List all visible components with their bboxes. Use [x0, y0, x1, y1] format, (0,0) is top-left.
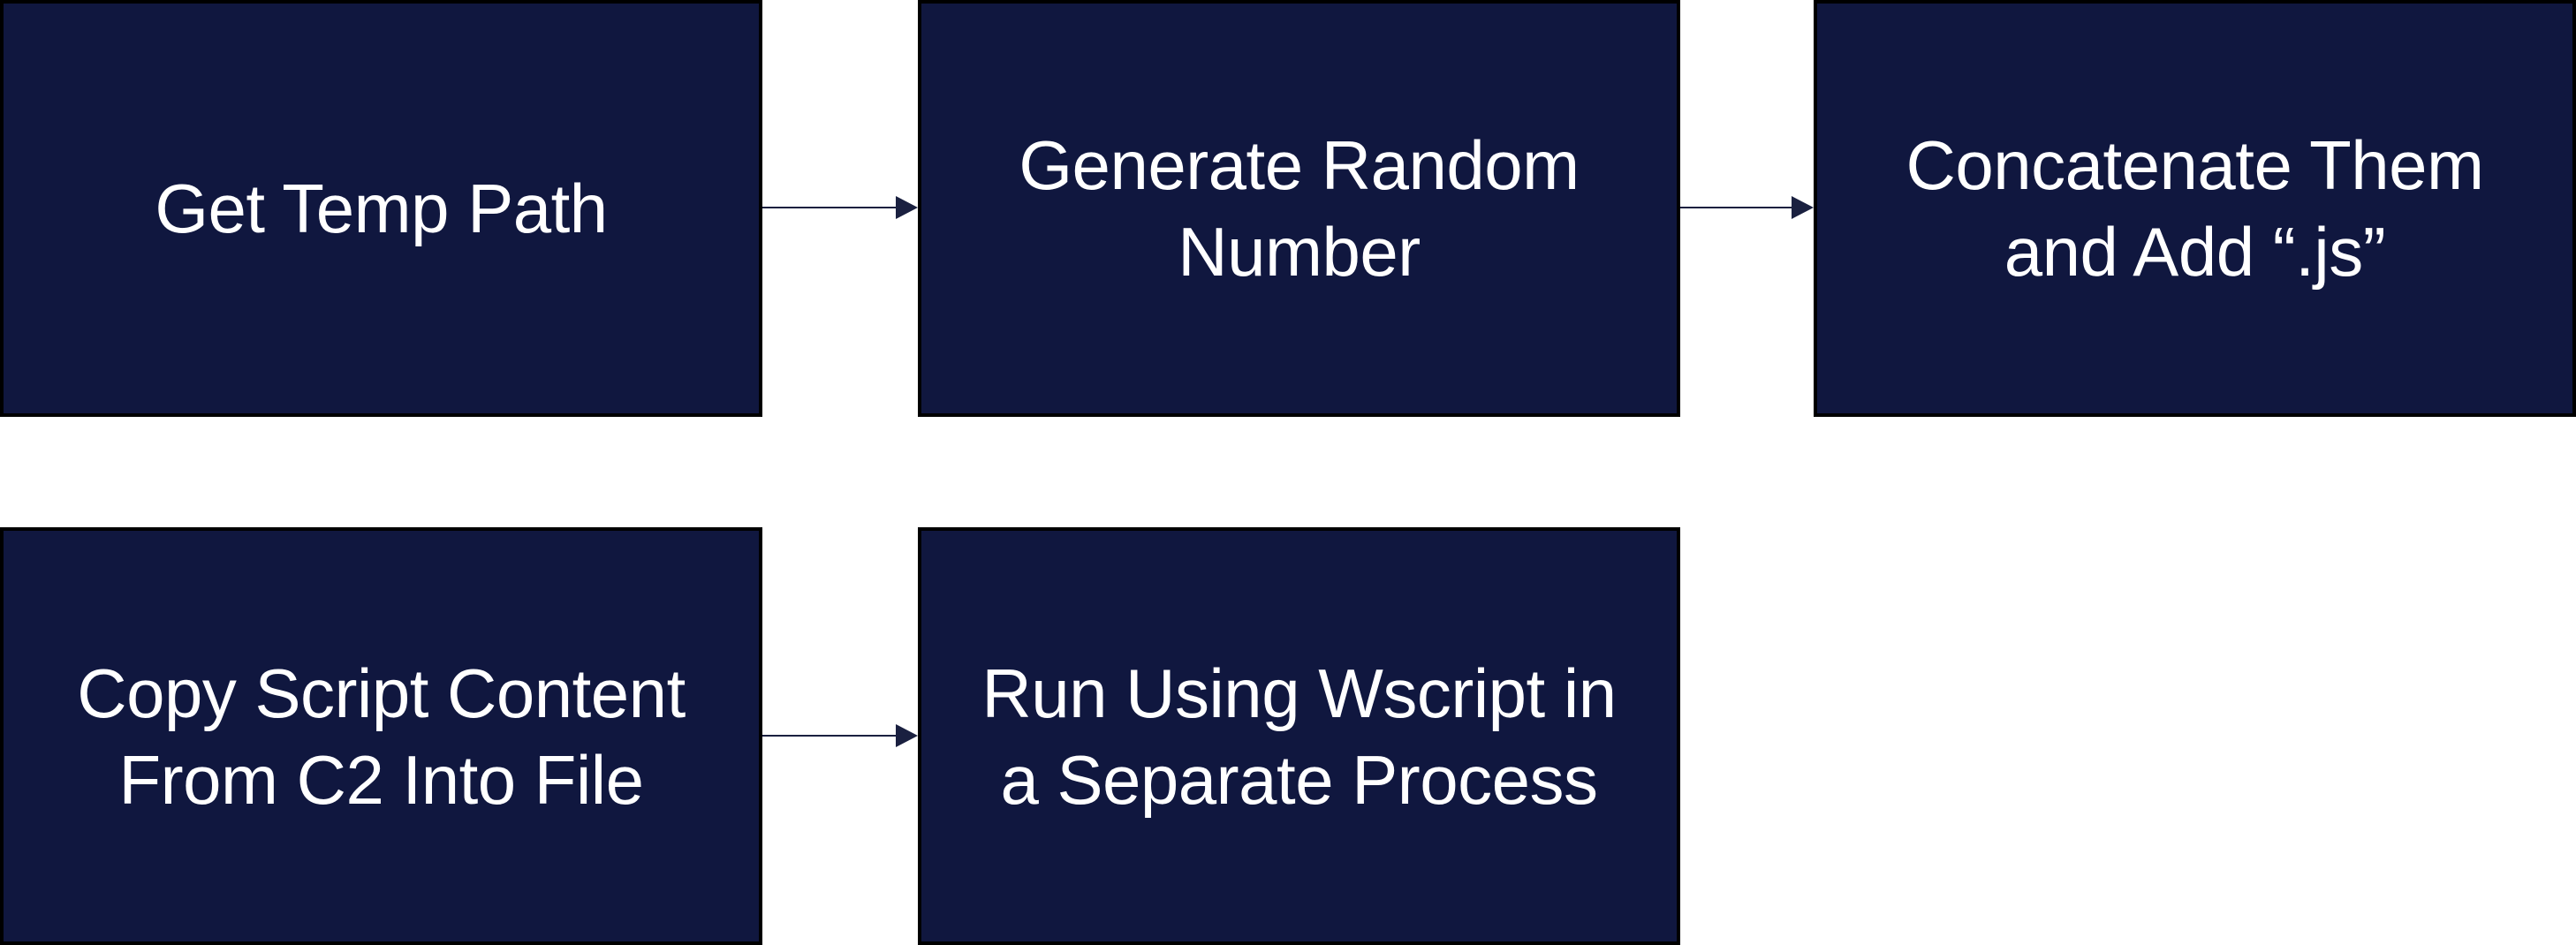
arrowhead-icon	[896, 196, 918, 219]
step-label-copy-script: Copy Script Content From C2 Into File	[77, 654, 686, 819]
step-box-run-wscript: Run Using Wscript in a Separate Process	[918, 527, 1680, 945]
step-box-get-temp-path: Get Temp Path	[0, 0, 762, 417]
arrow-1-to-2	[762, 196, 918, 219]
step-label-generate-random-number: Generate Random Number	[1019, 126, 1580, 291]
arrowhead-icon	[1792, 196, 1814, 219]
step-box-concatenate: Concatenate Them and Add “.js”	[1814, 0, 2576, 417]
step-label-get-temp-path: Get Temp Path	[155, 170, 608, 247]
step-label-concatenate: Concatenate Them and Add “.js”	[1905, 126, 2484, 291]
step-box-copy-script: Copy Script Content From C2 Into File	[0, 527, 762, 945]
step-box-generate-random-number: Generate Random Number	[918, 0, 1680, 417]
arrow-4-to-5	[762, 724, 918, 747]
arrow-2-to-3	[1680, 196, 1814, 219]
step-label-run-wscript: Run Using Wscript in a Separate Process	[981, 654, 1617, 819]
arrowhead-icon	[896, 724, 918, 747]
